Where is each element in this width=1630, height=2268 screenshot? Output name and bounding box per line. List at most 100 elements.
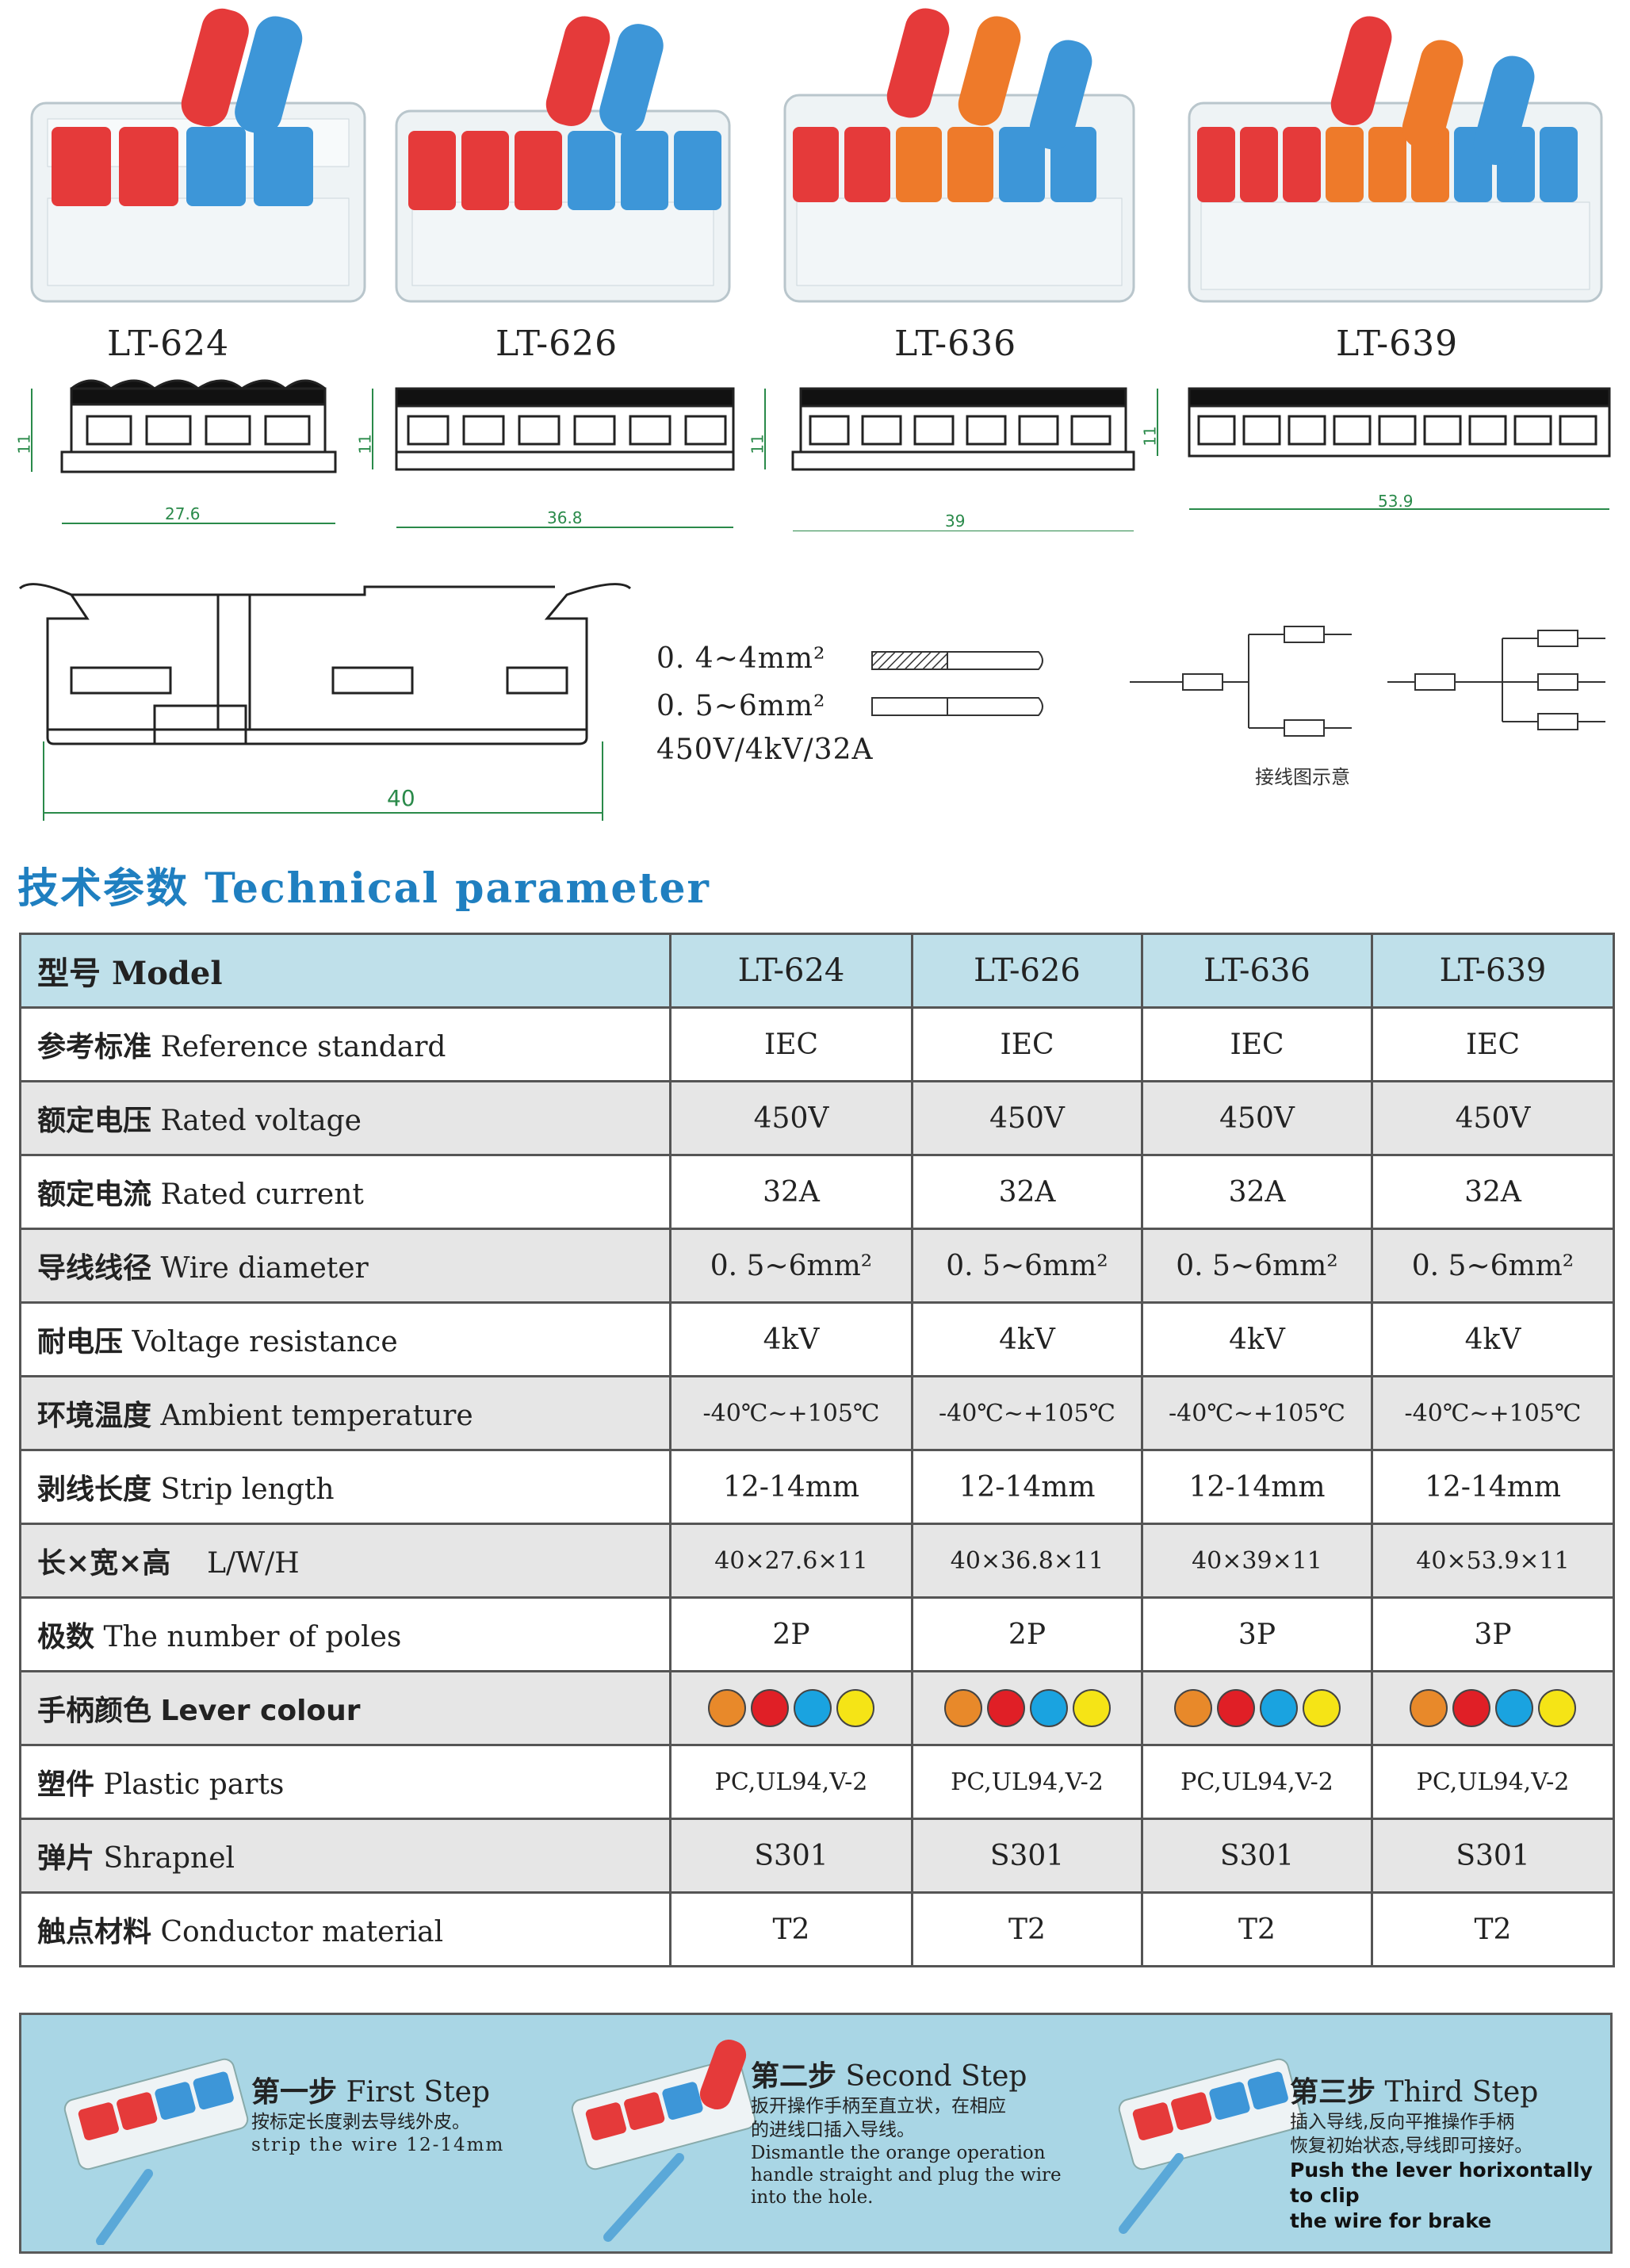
step-3-title-zh: 第三步	[1290, 2076, 1376, 2109]
step-1-illustration	[63, 2058, 249, 2245]
table-cell: IEC	[1141, 1006, 1373, 1082]
header-label: 型号 Model	[19, 933, 672, 1009]
table-cell: T2	[1371, 1891, 1615, 1967]
blue-dot-icon	[1029, 1689, 1068, 1727]
table-cell: PC,UL94,V-2	[1141, 1744, 1373, 1820]
table-row: 导线线径 Wire diameter 0. 5~6mm² 0. 5~6mm² 0…	[19, 1228, 1615, 1304]
wiring-caption: 接线图示意	[1255, 766, 1350, 788]
table-cell: T2	[911, 1891, 1143, 1967]
width-label-lt636: 39	[945, 511, 966, 531]
orange-dot-icon	[1173, 1689, 1212, 1727]
row-label-en: Rated current	[160, 1178, 364, 1211]
wire-range-1: 0. 4~4mm²	[656, 642, 826, 675]
section-title-en: Technical parameter	[205, 864, 710, 913]
row-label-zh: 极数	[37, 1621, 95, 1653]
product-photo-lt636	[777, 0, 1142, 317]
step-3: 第三步 Third Step 插入导线,反向平推操作手柄 恢复初始状态,导线即可…	[1290, 2069, 1610, 2234]
row-label-zh: 塑件	[37, 1768, 95, 1801]
row-label: 额定电压 Rated voltage	[19, 1080, 672, 1156]
red-dot-icon	[986, 1689, 1025, 1727]
section-title-zh: 技术参数	[17, 865, 189, 913]
step-1: 第一步 First Step 按标定长度剥去导线外皮。 strip the wi…	[251, 2069, 504, 2156]
product-photo-lt626	[388, 0, 737, 317]
row-label-en: The number of poles	[103, 1621, 402, 1653]
height-label-lt626: 11	[355, 434, 375, 454]
table-cell: 3P	[1371, 1596, 1615, 1672]
yellow-dot-icon	[1302, 1689, 1341, 1727]
red-dot-icon	[751, 1689, 789, 1727]
section-title: 技术参数 Technical parameter	[17, 855, 710, 914]
width-label-lt626: 36.8	[547, 508, 583, 527]
header-label-zh: 型号	[37, 956, 101, 992]
header-model: LT-636	[1141, 933, 1373, 1009]
red-dot-icon	[1452, 1689, 1490, 1727]
step-1-text-en: strip the wire 12-14mm	[251, 2135, 505, 2155]
row-label-zh: 剥线长度	[37, 1473, 152, 1506]
table-row: 弹片 Shrapnel S301 S301 S301 S301	[19, 1818, 1615, 1894]
step-3-text-zh-2: 恢复初始状态,导线即可接好。	[1290, 2136, 1533, 2156]
rating-text: 450V/4kV/32A	[656, 734, 874, 766]
header-model: LT-624	[669, 933, 913, 1009]
blue-dot-icon	[1259, 1689, 1298, 1727]
table-cell: 4kV	[669, 1301, 913, 1377]
table-cell: 12-14mm	[669, 1449, 913, 1525]
row-label: 剥线长度 Strip length	[19, 1449, 672, 1525]
side-view-drawing	[18, 583, 632, 821]
table-cell: 450V	[1371, 1080, 1615, 1156]
step-3-title-en: Third Step	[1384, 2076, 1539, 2109]
step-1-title-en: First Step	[346, 2076, 491, 2109]
table-cell: IEC	[669, 1006, 913, 1082]
table-cell: 32A	[1371, 1154, 1615, 1230]
product-photo-lt639	[1181, 0, 1609, 317]
header-model: LT-639	[1371, 933, 1615, 1009]
table-cell: 0. 5~6mm²	[1371, 1228, 1615, 1304]
table-cell: 3P	[1141, 1596, 1373, 1672]
table-cell: S301	[1141, 1818, 1373, 1894]
row-label-en: Lever colour	[160, 1695, 361, 1727]
table-row: 极数 The number of poles 2P 2P 3P 3P	[19, 1596, 1615, 1672]
table-cell: -40℃~+105℃	[1371, 1375, 1615, 1451]
step-2: 第二步 Second Step 扳开操作手柄至直立状，在相应 的进线口插入导线。…	[751, 2053, 1062, 2209]
row-label-zh: 触点材料	[37, 1916, 152, 1948]
model-label-lt639: LT-639	[1336, 324, 1459, 364]
step-2-text-en-1: Dismantle the orange operation	[751, 2143, 1046, 2163]
row-label-zh: 额定电压	[37, 1105, 152, 1137]
width-label-lt639: 53.9	[1378, 492, 1414, 511]
table-cell: 40×39×11	[1141, 1523, 1373, 1599]
row-label-en: L/W/H	[207, 1547, 300, 1580]
row-label-zh: 环境温度	[37, 1400, 152, 1432]
step-1-text-zh: 按标定长度剥去导线外皮。	[251, 2112, 470, 2132]
table-row: 长×宽×高 L/W/H 40×27.6×11 40×36.8×11 40×39×…	[19, 1523, 1615, 1599]
row-label-zh: 长×宽×高	[37, 1547, 171, 1580]
installation-steps-panel: 第一步 First Step 按标定长度剥去导线外皮。 strip the wi…	[19, 2013, 1613, 2254]
table-row: 参考标准 Reference standard IEC IEC IEC IEC	[19, 1006, 1615, 1082]
header-label-en: Model	[111, 955, 223, 992]
table-cell: 40×27.6×11	[669, 1523, 913, 1599]
table-header-row: 型号 Model LT-624 LT-626 LT-636 LT-639	[19, 933, 1615, 1009]
table-cell: -40℃~+105℃	[1141, 1375, 1373, 1451]
table-cell: -40℃~+105℃	[911, 1375, 1143, 1451]
table-cell: -40℃~+105℃	[669, 1375, 913, 1451]
model-label-lt636: LT-636	[894, 324, 1017, 364]
step-2-text-zh-1: 扳开操作手柄至直立状，在相应	[751, 2096, 1006, 2117]
red-dot-icon	[1216, 1689, 1255, 1727]
step-3-illustration	[1118, 2058, 1303, 2234]
table-cell: S301	[1371, 1818, 1615, 1894]
row-label-en: Ambient temperature	[160, 1400, 473, 1432]
row-label: 参考标准 Reference standard	[19, 1006, 672, 1082]
row-label-zh: 耐电压	[37, 1326, 124, 1358]
height-label-lt624: 11	[14, 434, 34, 454]
row-label-zh: 额定电流	[37, 1178, 152, 1211]
wire-icons	[871, 651, 1043, 716]
step-2-text-zh-2: 的进线口插入导线。	[751, 2120, 915, 2140]
step-1-title-zh: 第一步	[251, 2076, 338, 2109]
width-label-lt624: 27.6	[165, 504, 201, 523]
yellow-dot-icon	[1538, 1689, 1576, 1727]
model-label-lt624: LT-624	[107, 324, 230, 364]
table-cell: 0. 5~6mm²	[1141, 1228, 1373, 1304]
table-row: 触点材料 Conductor material T2 T2 T2 T2	[19, 1891, 1615, 1967]
lever-colour-cell	[911, 1670, 1143, 1746]
row-label: 环境温度 Ambient temperature	[19, 1375, 672, 1451]
top-view-drawings	[31, 379, 1611, 531]
table-cell: 2P	[911, 1596, 1143, 1672]
